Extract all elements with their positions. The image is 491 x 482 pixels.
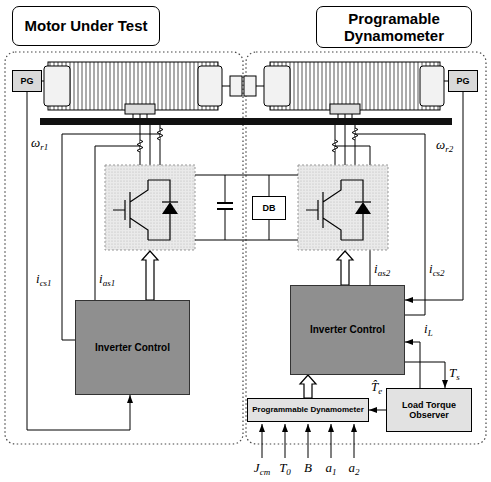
- node-text: Inverter Control: [95, 342, 170, 354]
- motor: [330, 104, 360, 114]
- node-text: PG: [456, 76, 469, 86]
- signal-label: T̂e: [371, 380, 382, 396]
- node-text: Motor Under Test: [24, 17, 147, 34]
- inverter: [298, 165, 388, 250]
- signal-label: ias2: [374, 262, 390, 278]
- inverter: [105, 165, 195, 250]
- inverter: [355, 202, 371, 214]
- inverter: [113, 180, 178, 240]
- signal-label: Jcm: [254, 461, 270, 477]
- motor-lead: [133, 114, 352, 118]
- input-arrow: [354, 424, 355, 458]
- dc-link: [225, 175, 226, 203]
- signal-line: [405, 92, 463, 300]
- process-box: Programmable Dynamometer: [247, 398, 369, 422]
- dc-link: [195, 175, 298, 240]
- control-box: Inverter Control: [75, 300, 190, 395]
- motor-lead: [140, 114, 141, 118]
- node-text: Load Torque Observer: [390, 400, 468, 421]
- cable-bus: [40, 118, 452, 125]
- dc-link: [269, 175, 270, 196]
- input-arrow: [262, 424, 354, 458]
- signal-line: [369, 410, 386, 411]
- pulse-generator: PG: [12, 70, 42, 92]
- dc-link: [195, 240, 298, 241]
- motor: [222, 86, 230, 87]
- motor: [44, 66, 70, 106]
- inverter: [113, 180, 170, 240]
- coupling: [244, 76, 256, 96]
- node-text: PG: [20, 76, 33, 86]
- section-title-box: Programable Dynamometer: [316, 6, 472, 48]
- signal-label: ics2: [429, 262, 445, 278]
- node-text: Programable Dynamometer: [320, 10, 468, 45]
- phase-wire: [150, 125, 151, 165]
- node-text: DB: [263, 203, 276, 213]
- inverter: [105, 165, 195, 250]
- signal-label: ωr2: [436, 138, 453, 154]
- coupling: [230, 76, 242, 96]
- motor: [420, 66, 444, 106]
- dynamic-brake-box: DB: [252, 196, 286, 220]
- motor-lead: [352, 114, 353, 118]
- motor-lead: [147, 114, 148, 118]
- gate-signal-arrow: [142, 251, 158, 300]
- input-arrow: [308, 424, 309, 458]
- node-text: Programmable Dynamometer: [252, 405, 364, 414]
- motor-lead: [133, 114, 134, 118]
- input-arrow: [331, 424, 332, 458]
- section-title-box: Motor Under Test: [12, 6, 160, 46]
- control-box: Inverter Control: [290, 285, 405, 375]
- motor: [48, 62, 218, 110]
- inverter: [306, 180, 363, 240]
- inverter: [306, 180, 371, 240]
- motor: [264, 66, 290, 106]
- motor: [42, 62, 230, 114]
- signal-label: B: [304, 461, 312, 474]
- motor: [270, 62, 440, 110]
- dc-link: [195, 175, 298, 176]
- command-arrow: [300, 375, 316, 398]
- signal-label: a2: [349, 461, 360, 477]
- observer-box: Load Torque Observer: [386, 388, 472, 432]
- gate-signal-arrow: [337, 251, 353, 285]
- signal-label: ωr1: [31, 136, 48, 152]
- signal-label: ics1: [36, 272, 52, 288]
- motor: [256, 62, 448, 114]
- motor: [125, 104, 155, 114]
- node-text: Inverter Control: [310, 324, 385, 336]
- motor: [256, 86, 264, 87]
- region-outline: [5, 52, 243, 444]
- signal-label: a1: [326, 461, 337, 477]
- motor-lead: [338, 114, 339, 118]
- motor: [198, 66, 222, 106]
- dc-link: [225, 209, 226, 240]
- inverter: [162, 202, 178, 214]
- signal-line: [405, 362, 445, 388]
- current-sensor: [137, 128, 358, 152]
- signal-label: ias1: [99, 272, 115, 288]
- dc-link: [269, 220, 270, 240]
- input-arrow: [285, 424, 286, 458]
- signal-line: [405, 342, 420, 388]
- dc-link: [217, 202, 233, 204]
- signal-label: Ts: [449, 366, 460, 382]
- input-arrow: [262, 424, 263, 458]
- phase-wire: [345, 125, 346, 165]
- region-outline: [5, 52, 486, 444]
- signal-label: iL: [424, 322, 433, 338]
- motor-lead: [345, 114, 346, 118]
- signal-label: T0: [279, 461, 291, 477]
- coupling: [230, 76, 256, 96]
- region-outline: [246, 52, 486, 444]
- inverter: [298, 165, 388, 250]
- phase-wire: [140, 125, 355, 165]
- pulse-generator: PG: [448, 70, 478, 92]
